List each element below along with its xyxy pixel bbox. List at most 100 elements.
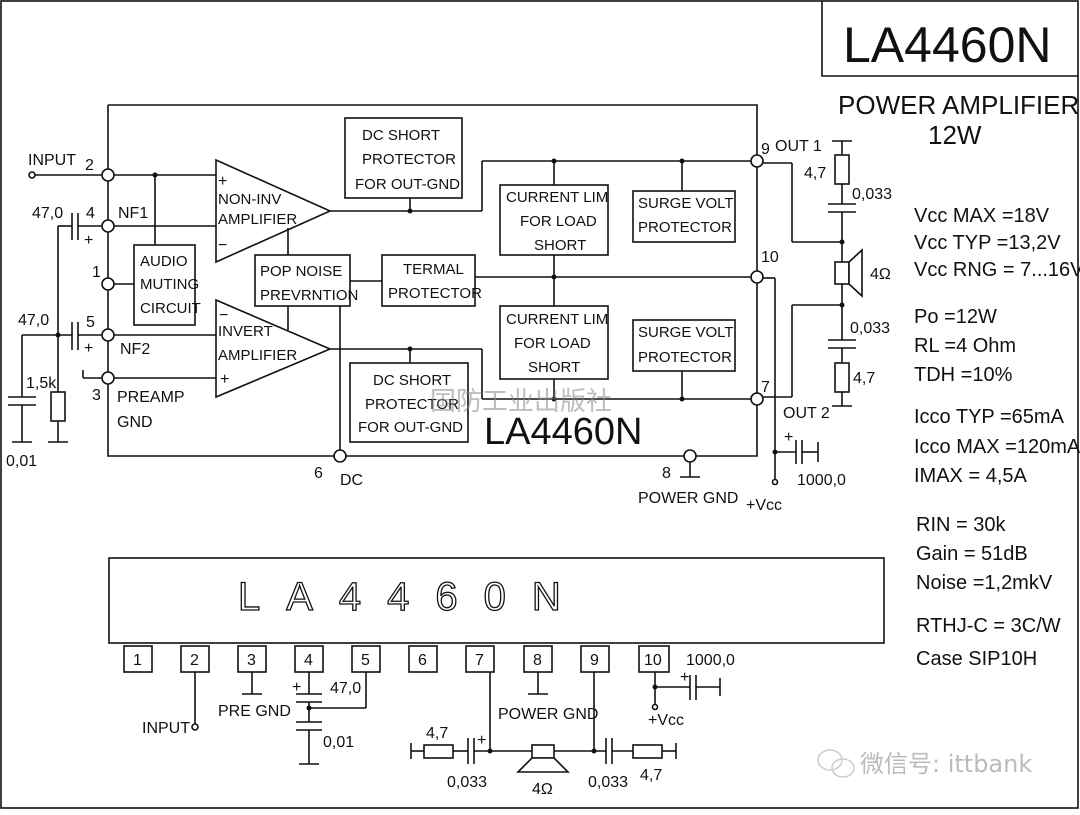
c4-value: 47,0 [32,205,63,222]
package-pin-6 [408,645,438,673]
invert-amplifier [215,298,333,399]
pkg-speaker-value: 4Ω [532,781,553,798]
dc-short-1-line3: FOR OUT-GND [355,176,460,193]
speaker-icon [848,248,863,298]
invert-plus: + [220,371,229,388]
out1-label: OUT 1 [775,138,822,155]
spec-tdh: TDH =10% [914,364,1013,386]
pin4-label: 4 [86,205,95,222]
surge2-line2: PROTECTOR [638,349,732,366]
package-pin-2 [180,645,210,673]
package-pin-label: 2 [190,652,199,669]
current-limit-1 [499,184,609,256]
muting-line1: AUDIO [140,253,188,270]
pkg-speaker-coil [531,744,555,759]
invert-minus: − [219,307,228,324]
pin-10 [750,270,764,284]
dc-short-protector-1 [344,117,463,199]
pin-9 [750,154,764,168]
nf2-label: NF2 [120,341,150,358]
package-pin-4 [294,645,324,673]
c033a-value: 0,033 [852,186,892,203]
dc-short-1-line1: DC SHORT [362,127,440,144]
package-pin-label: 9 [590,652,599,669]
r47-top [834,154,850,185]
pin5-label: 5 [86,314,95,331]
spec-rl: RL =4 Ohm [914,335,1016,357]
package-pin-label: 1 [133,652,142,669]
non-inv-plus: + [218,173,227,190]
pkg-input-label: INPUT [142,720,190,737]
package-pin-5 [351,645,381,673]
spec-noise: Noise =1,2mkV [916,572,1053,594]
junction [839,302,845,308]
package-pin-label: 4 [304,652,313,669]
spec-imax: IMAX = 4,5A [914,465,1028,487]
pin3-label: 3 [92,387,101,404]
package-pin-10 [638,645,670,673]
surge2-line1: SURGE VOLT [638,324,734,341]
pkg-r47a [423,744,454,759]
pin-4 [101,219,115,233]
wechat-watermark: 微信号: ittbank [817,749,1032,778]
cl2-line1: CURRENT LIM [506,311,608,328]
dc-short-1-line2: PROTECTOR [362,151,456,168]
power-gnd-label: POWER GND [638,490,738,507]
vcc-label: +Vcc [746,497,782,514]
current-limit-2 [499,305,609,380]
package-body [108,557,885,644]
c1000-plus: + [784,429,793,446]
title-box [821,1,1078,77]
spec-vcc-typ: Vcc TYP =13,2V [914,232,1061,254]
publisher-watermark: 国防工业出版社 [430,387,612,417]
pop-line1: POP NOISE [260,263,342,280]
invert-line2: AMPLIFIER [218,347,297,364]
package-pin-7 [465,645,495,673]
pin-7 [750,392,764,406]
cl2-line2: FOR LOAD [514,335,591,352]
spec-icco-max: Icco MAX =120mA [914,436,1080,458]
spec-po: Po =12W [914,306,997,328]
dc-short-2-line1: DC SHORT [373,372,451,389]
pin10-label: 10 [761,249,779,266]
pin8-label: 8 [662,465,671,482]
spec-case: Case SIP10H [916,648,1037,670]
title-part: LA4460N [843,17,1052,73]
vcc-terminal [771,478,779,486]
spec-vcc-max: Vcc MAX =18V [914,205,1050,227]
termal-protector [381,254,476,307]
pkg-input-terminal [191,723,199,731]
pkg-c033a-value: 0,033 [447,774,487,791]
surge-protector-2 [632,319,736,372]
termal-line2: PROTECTOR [388,285,482,302]
dc-short-2-line3: FOR OUT-GND [358,419,463,436]
termal-line1: TERMAL [403,261,464,278]
preamp-label: PREAMP [117,389,185,406]
r47b-value: 4,7 [853,370,875,387]
audio-muting-block [133,244,196,326]
cl1-line2: FOR LOAD [520,213,597,230]
input-label: INPUT [28,152,76,169]
title-subtitle: POWER AMPLIFIER [838,90,1079,120]
spec-rin: RIN = 30k [916,514,1006,536]
r47-bottom [834,362,850,393]
pin6-label: 6 [314,465,323,482]
pkg-r47b-value: 4,7 [640,767,662,784]
surge1-line1: SURGE VOLT [638,195,734,212]
spec-icco-typ: Icco TYP =65mA [914,406,1065,428]
surge-protector-1 [632,190,736,243]
pkg-c47-value: 47,0 [330,680,361,697]
package-pin-label: 10 [644,652,662,669]
chip-label: LA4460N [484,411,642,453]
pin-5 [101,328,115,342]
input-terminal [28,171,36,179]
package-pin-9 [580,645,610,673]
pkg-r47b [632,744,663,759]
spec-vcc-rng: Vcc RNG = 7...16V [914,259,1080,281]
package-pin-label: 7 [475,652,484,669]
pkg-c001-value: 0,01 [323,734,354,751]
non-inv-line1: NON-INV [218,191,281,208]
pkg-pgnd-label: POWER GND [498,706,598,723]
